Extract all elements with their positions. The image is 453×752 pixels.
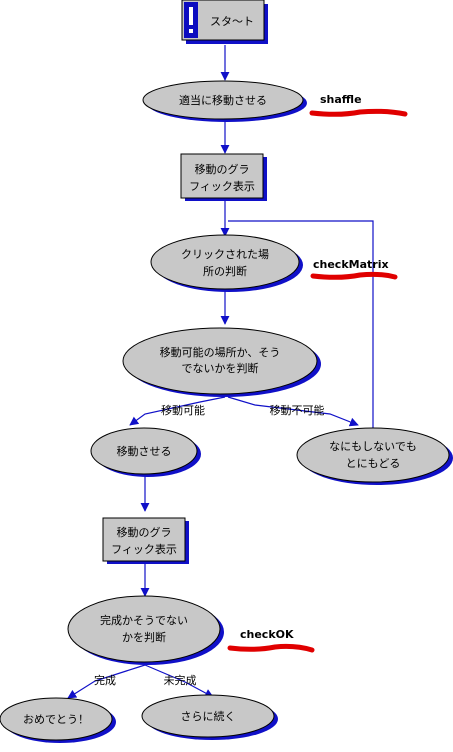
label-complete: 完成 bbox=[94, 673, 116, 687]
graphic-display-1-line1: 移動のグラ bbox=[195, 162, 250, 176]
connectors bbox=[67, 45, 374, 699]
start-node: スタ〜ト bbox=[181, 0, 268, 44]
do-nothing-line2: とにもどる bbox=[346, 457, 401, 470]
graphic-display-2-line2: フィック表示 bbox=[111, 542, 177, 556]
start-label: スタ〜ト bbox=[210, 15, 254, 28]
checkok-underline bbox=[227, 643, 315, 653]
checkmatrix-annotation: checkMatrix bbox=[310, 258, 398, 280]
shuffle-node: 適当に移動させる bbox=[142, 80, 307, 122]
judge-movable-node: 移動可能の場所か、そう でないかを判断 bbox=[122, 327, 321, 397]
graphic-display-2-line1: 移動のグラ bbox=[117, 525, 172, 539]
checkok-function-name: checkOK bbox=[240, 628, 294, 641]
shuffle-function-name: shaffle bbox=[320, 93, 362, 106]
graphic-display-node-1: 移動のグラ フィック表示 bbox=[180, 153, 267, 201]
continue-node: さらに続く bbox=[141, 694, 278, 740]
congrats-node: おめでとう！ bbox=[0, 697, 116, 743]
judge-movable-line2: でないかを判断 bbox=[182, 361, 259, 375]
checkmatrix-function-name: checkMatrix bbox=[313, 258, 389, 271]
checkok-annotation: checkOK bbox=[227, 628, 315, 653]
complete-check-line1: 完成かそうでない bbox=[100, 613, 188, 627]
checkmatrix-underline bbox=[310, 271, 398, 280]
click-check-line1: クリックされた場 bbox=[181, 248, 269, 261]
congrats-label: おめでとう！ bbox=[23, 713, 89, 726]
judge-movable-line1: 移動可能の場所か、そう bbox=[160, 345, 281, 359]
do-nothing-line1: なにもしないでも bbox=[329, 440, 417, 453]
arrow-loop-back bbox=[228, 220, 374, 428]
graphic-display-1-line2: フィック表示 bbox=[189, 179, 255, 193]
graphic-display-node-2: 移動のグラ フィック表示 bbox=[102, 517, 189, 564]
complete-check-line2: かを判断 bbox=[122, 630, 166, 644]
label-not-movable: 移動不可能 bbox=[270, 403, 325, 417]
shuffle-label: 適当に移動させる bbox=[179, 93, 267, 107]
arrow-judge-to-move bbox=[129, 396, 226, 426]
continue-label: さらに続く bbox=[181, 709, 236, 723]
label-incomplete: 未完成 bbox=[164, 673, 197, 687]
move-label: 移動させる bbox=[117, 444, 172, 458]
move-node: 移動させる bbox=[90, 427, 201, 477]
shuffle-underline bbox=[309, 108, 408, 117]
click-check-line2: 所の判断 bbox=[203, 264, 247, 278]
arrow-judge-to-nothing bbox=[227, 396, 359, 427]
arrow-complete-to-continue bbox=[144, 664, 214, 698]
do-nothing-node: なにもしないでも とにもどる bbox=[296, 427, 453, 485]
arrow-complete-to-congrats bbox=[67, 664, 146, 699]
shuffle-annotation: shaffle bbox=[309, 93, 408, 117]
complete-check-node: 完成かそうでない かを判断 bbox=[67, 595, 224, 665]
click-check-node: クリックされた場 所の判断 bbox=[150, 234, 303, 292]
label-movable: 移動可能 bbox=[161, 403, 205, 417]
